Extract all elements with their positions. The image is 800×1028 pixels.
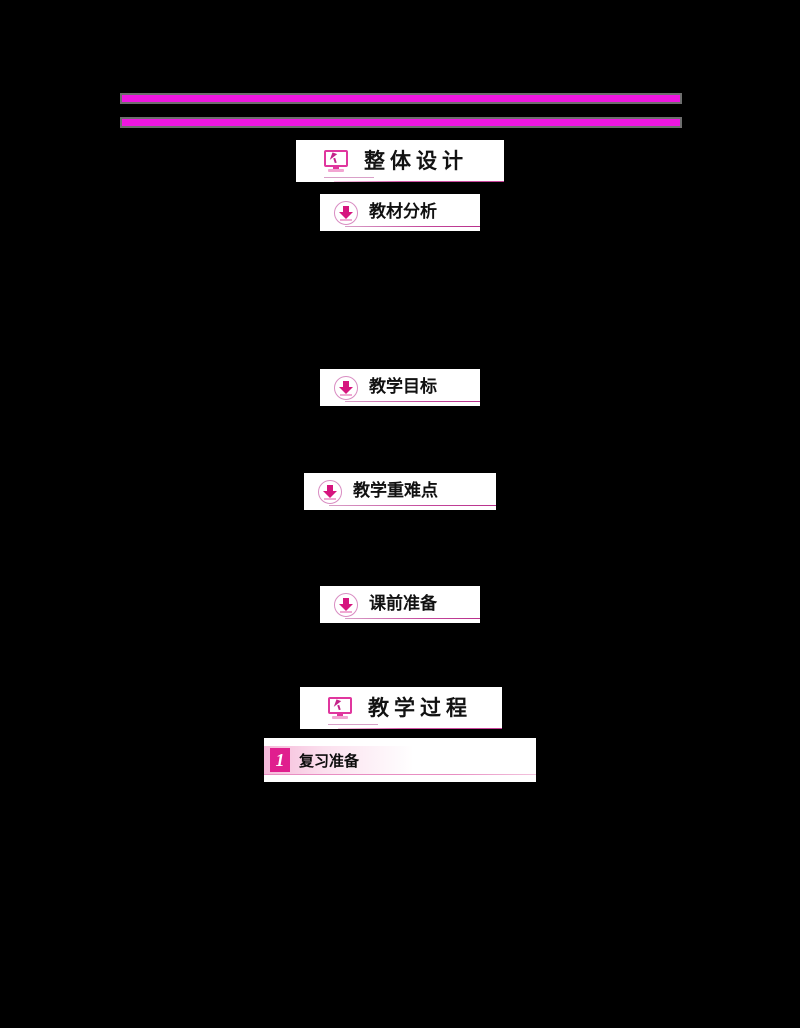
step-review-preparation: 1 复习准备 bbox=[264, 738, 536, 782]
section-header-overall-design: 整体设计 bbox=[296, 140, 504, 182]
subsection-underline bbox=[329, 505, 496, 506]
down-arrow-icon bbox=[334, 375, 358, 400]
down-arrow-icon bbox=[334, 200, 358, 225]
step-number-badge: 1 bbox=[270, 748, 290, 772]
subsection-title-key-difficult-points: 教学重难点 bbox=[353, 481, 438, 501]
subsection-title-teaching-objectives: 教学目标 bbox=[369, 377, 437, 397]
section-header-teaching-process: 教学过程 bbox=[300, 687, 502, 729]
subsection-teaching-objectives: 教学目标 bbox=[320, 369, 480, 406]
subsection-key-difficult-points: 教学重难点 bbox=[304, 473, 496, 510]
down-arrow-icon bbox=[334, 592, 358, 617]
section-underline bbox=[338, 728, 502, 729]
subsection-underline bbox=[345, 226, 480, 227]
step-title-review-preparation: 复习准备 bbox=[299, 751, 360, 770]
section-underline-accent bbox=[328, 724, 378, 725]
step-background-band bbox=[264, 746, 536, 774]
monitor-icon bbox=[328, 697, 352, 719]
decorative-rule-upper bbox=[120, 93, 682, 104]
decorative-rule-lower bbox=[120, 117, 682, 128]
section-underline bbox=[334, 181, 504, 182]
section-title-overall-design: 整体设计 bbox=[364, 148, 468, 173]
subsection-underline bbox=[345, 401, 480, 402]
subsection-underline bbox=[345, 618, 480, 619]
subsection-title-textbook-analysis: 教材分析 bbox=[369, 202, 437, 222]
step-underline bbox=[264, 774, 536, 775]
subsection-textbook-analysis: 教材分析 bbox=[320, 194, 480, 231]
down-arrow-icon bbox=[318, 479, 342, 504]
decorative-rule-lower-fill bbox=[122, 119, 680, 126]
section-underline-accent bbox=[324, 177, 374, 178]
subsection-title-pre-class-preparation: 课前准备 bbox=[369, 594, 437, 614]
subsection-pre-class-preparation: 课前准备 bbox=[320, 586, 480, 623]
monitor-icon bbox=[324, 150, 348, 172]
decorative-rule-upper-fill bbox=[122, 95, 680, 102]
section-title-teaching-process: 教学过程 bbox=[368, 695, 472, 720]
